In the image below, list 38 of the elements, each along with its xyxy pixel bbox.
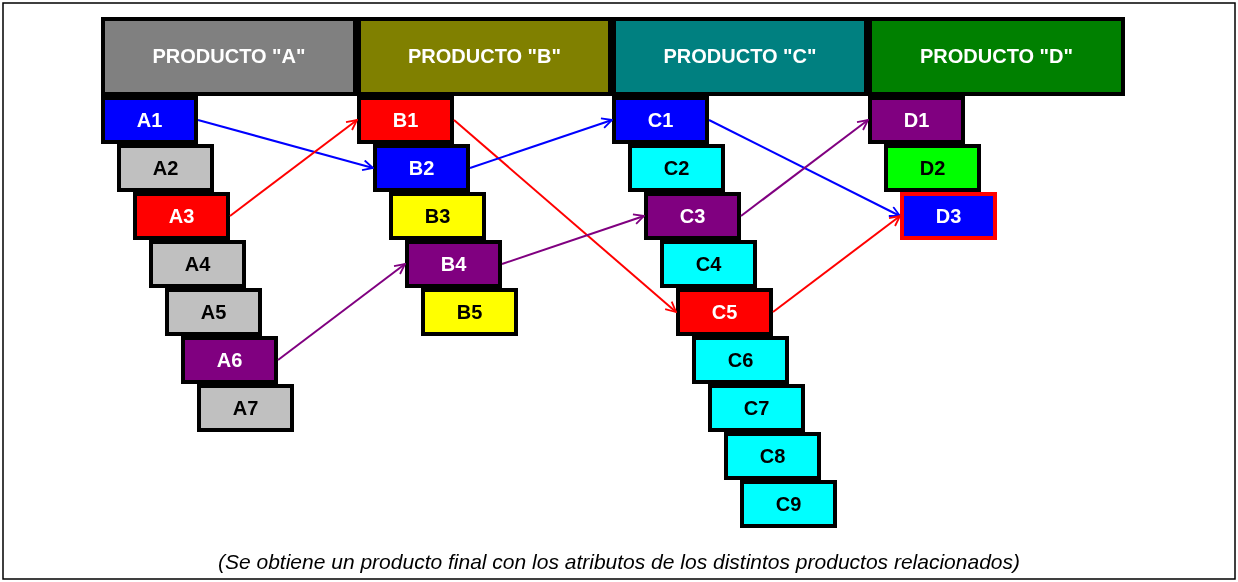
category-header: PRODUCTO "D" — [868, 17, 1125, 96]
attribute-box: B4 — [405, 240, 502, 288]
attribute-box: B5 — [421, 288, 518, 336]
attribute-box: C2 — [628, 144, 725, 192]
attribute-box: C7 — [708, 384, 805, 432]
category-header: PRODUCTO "B" — [357, 17, 612, 96]
category-header: PRODUCTO "A" — [101, 17, 357, 96]
attribute-box: C4 — [660, 240, 757, 288]
attribute-box: B3 — [389, 192, 486, 240]
attribute-box: A6 — [181, 336, 278, 384]
arrow — [469, 117, 613, 169]
attribute-box: C9 — [740, 480, 837, 528]
arrow — [197, 119, 374, 172]
attribute-box: A7 — [197, 384, 294, 432]
attribute-box: D1 — [868, 96, 965, 144]
attribute-box: B1 — [357, 96, 454, 144]
caption: (Se obtiene un producto final con los atributos de los distintos productos relacionados) — [217, 550, 1021, 574]
attribute-box: C3 — [644, 192, 741, 240]
arrow — [229, 119, 358, 217]
attribute-box: A3 — [133, 192, 230, 240]
arrow — [501, 213, 645, 265]
arrow — [740, 119, 869, 217]
attribute-box: A1 — [101, 96, 198, 144]
attribute-box: C5 — [676, 288, 773, 336]
attribute-box: A2 — [117, 144, 214, 192]
attribute-box: C8 — [724, 432, 821, 480]
attribute-box: C1 — [612, 96, 709, 144]
arrow — [277, 263, 406, 361]
category-header: PRODUCTO "C" — [612, 17, 868, 96]
arrow — [453, 119, 677, 313]
attribute-box: A4 — [149, 240, 246, 288]
attribute-box: D2 — [884, 144, 981, 192]
attribute-box: B2 — [373, 144, 470, 192]
arrow — [708, 119, 901, 217]
attribute-box: C6 — [692, 336, 789, 384]
arrow — [772, 215, 901, 313]
attribute-box: A5 — [165, 288, 262, 336]
attribute-box: D3 — [900, 192, 997, 240]
